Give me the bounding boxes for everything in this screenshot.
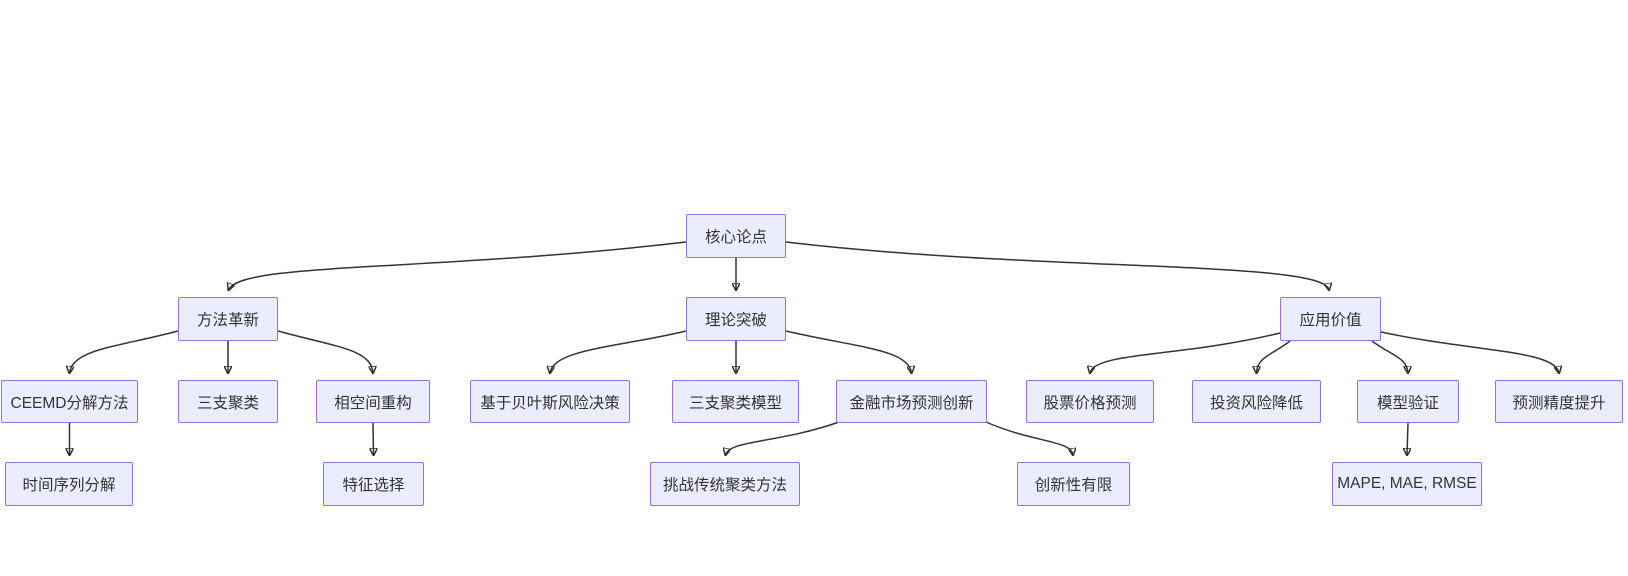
node-phase-space-reconstruction: 相空间重构 <box>316 380 430 423</box>
node-limited-innovation: 创新性有限 <box>1017 462 1130 506</box>
node-bayesian-risk-decision: 基于贝叶斯风险决策 <box>470 380 630 423</box>
node-core-thesis: 核心论点 <box>686 214 786 258</box>
edge-method-innovation-to-phase-space-reconstruction <box>277 330 373 373</box>
edge-model-validation-to-evaluation-metrics <box>1407 422 1408 455</box>
node-method-innovation: 方法革新 <box>178 297 278 341</box>
edge-theory-breakthrough-to-bayesian-risk-decision <box>550 330 687 373</box>
edge-theory-breakthrough-to-financial-market-prediction-innovation <box>785 330 912 373</box>
edge-application-value-to-stock-price-prediction <box>1090 332 1281 373</box>
edge-application-value-to-investment-risk-reduction <box>1257 340 1291 373</box>
node-three-way-clustering-model: 三支聚类模型 <box>672 380 799 423</box>
edge-core-thesis-to-application-value <box>785 241 1329 290</box>
edge-phase-space-reconstruction-to-feature-selection <box>373 422 374 455</box>
edge-application-value-to-prediction-accuracy-improvement <box>1380 331 1559 373</box>
node-theory-breakthrough: 理论突破 <box>686 297 786 341</box>
node-financial-market-prediction-innovation: 金融市场预测创新 <box>836 380 987 423</box>
node-application-value: 应用价值 <box>1280 297 1381 341</box>
edge-financial-market-prediction-innovation-to-challenge-traditional-clustering <box>726 421 840 455</box>
node-time-series-decomposition: 时间序列分解 <box>5 462 133 506</box>
node-investment-risk-reduction: 投资风险降低 <box>1192 380 1321 423</box>
node-stock-price-prediction: 股票价格预测 <box>1026 380 1154 423</box>
node-ceemd-decomposition: CEEMD分解方法 <box>1 380 138 423</box>
node-prediction-accuracy-improvement: 预测精度提升 <box>1495 380 1623 423</box>
edge-core-thesis-to-method-innovation <box>229 241 687 290</box>
node-evaluation-metrics: MAPE, MAE, RMSE <box>1332 462 1482 506</box>
node-challenge-traditional-clustering: 挑战传统聚类方法 <box>650 462 800 506</box>
node-feature-selection: 特征选择 <box>323 462 424 506</box>
edge-method-innovation-to-ceemd-decomposition <box>70 330 179 373</box>
edge-financial-market-prediction-innovation-to-limited-innovation <box>985 421 1073 455</box>
node-model-validation: 模型验证 <box>1357 380 1459 423</box>
node-three-way-clustering: 三支聚类 <box>178 380 278 423</box>
edge-application-value-to-model-validation <box>1371 340 1408 373</box>
